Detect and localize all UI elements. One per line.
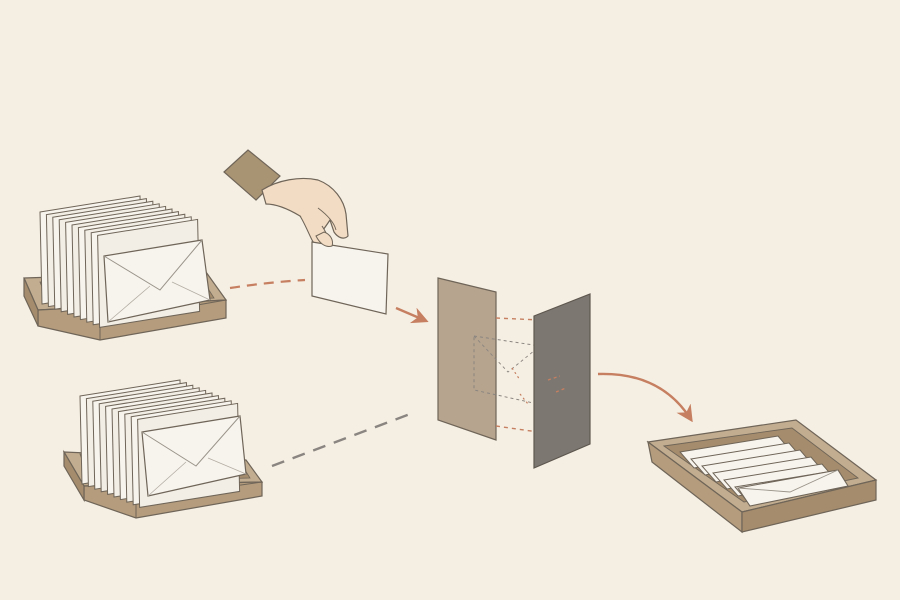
envelope-flap-icon (737, 469, 839, 493)
blank-card-icon (311, 231, 389, 315)
hand-holding-card-icon (223, 149, 349, 249)
lower-envelope-tray-icon (62, 379, 264, 519)
sorting-panels-icon (437, 277, 591, 469)
output-envelope-stack (679, 435, 849, 507)
upper-front-envelope-icon (103, 239, 211, 323)
top-envelope-icon (737, 469, 849, 507)
upper-envelope-tray-icon (23, 195, 228, 341)
lower-dashed-path-grey-icon (271, 412, 411, 468)
upper-dashed-path-orange-icon (229, 278, 306, 290)
lower-front-envelope-icon (141, 415, 247, 497)
sorted-envelope-tray-icon (646, 419, 878, 534)
output-curved-arrow-down-icon (597, 372, 693, 423)
feed-arrow-right-icon (395, 306, 429, 324)
